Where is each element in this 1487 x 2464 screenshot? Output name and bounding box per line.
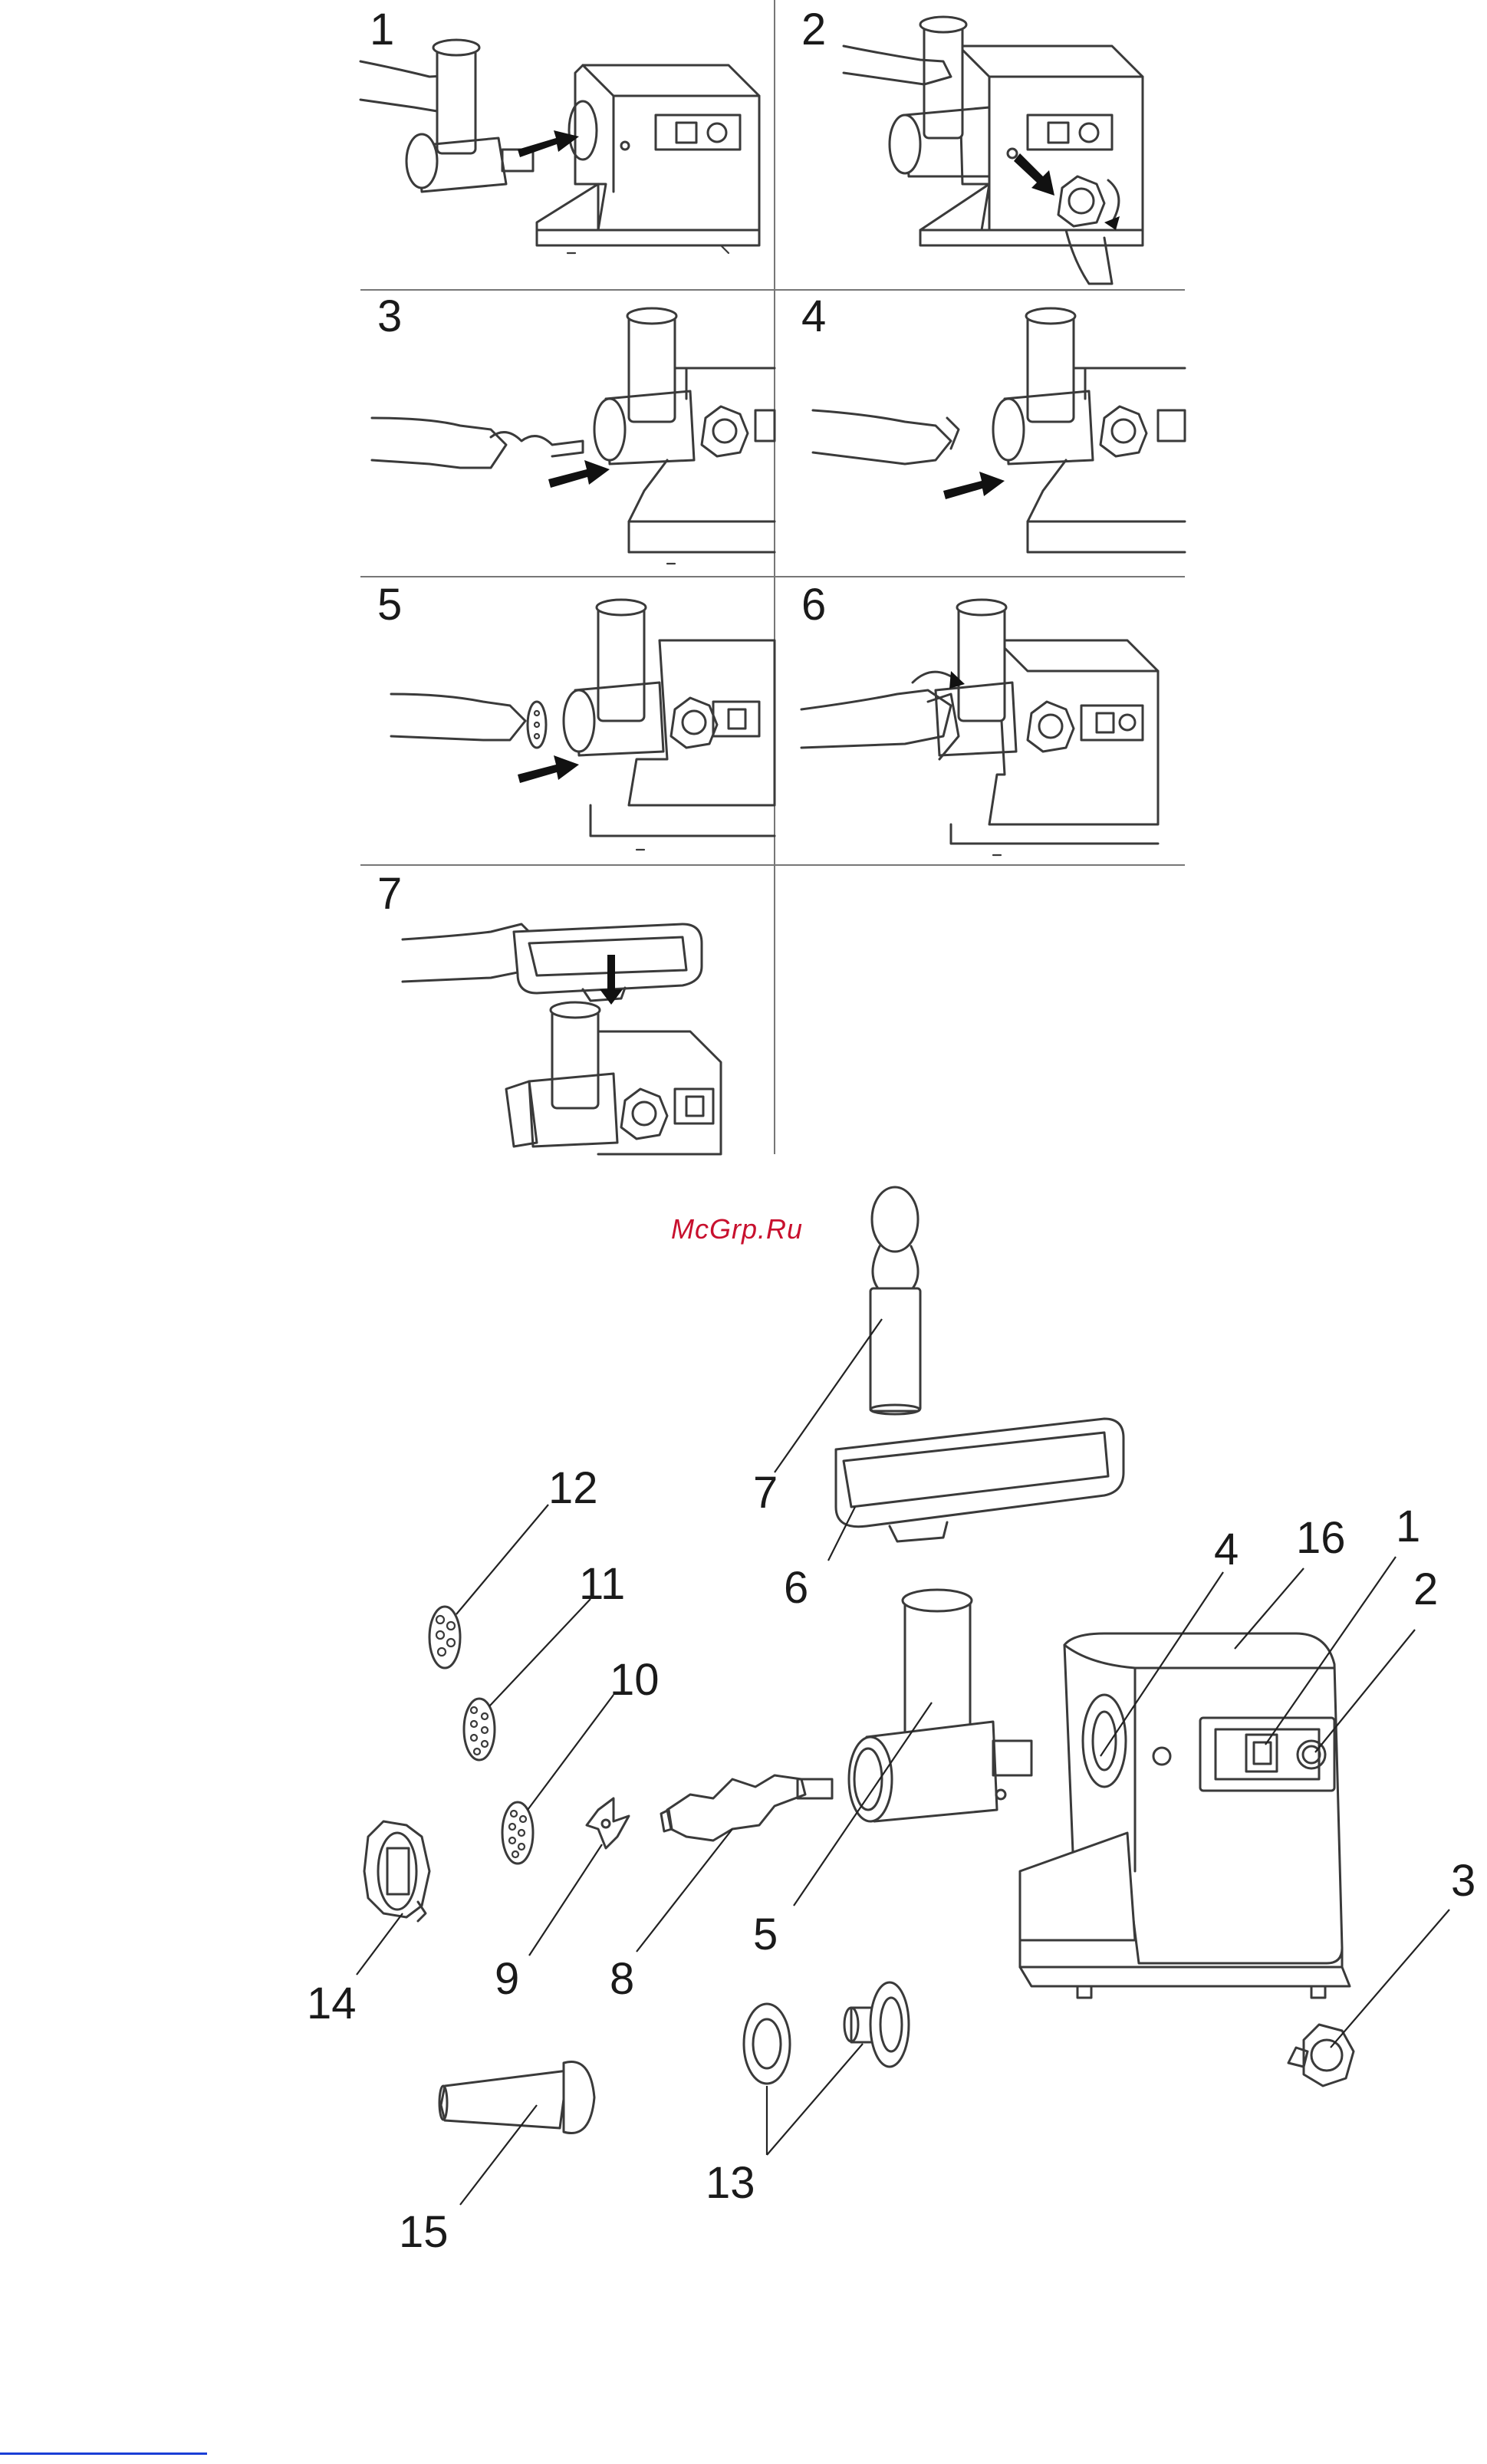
motor-housing-part	[1020, 1633, 1350, 1998]
part-label-1: 1	[1396, 1502, 1420, 1551]
part-label-13: 13	[706, 2158, 755, 2208]
parts-diagram: 7 6 5	[307, 1187, 1475, 2257]
leader-line	[637, 1829, 732, 1952]
step-1-panel: 1	[360, 5, 759, 253]
grinder-body-illustration	[537, 65, 759, 253]
sausage-nozzle-part	[439, 2061, 594, 2133]
watermark-text: McGrp.Ru	[671, 1213, 803, 1245]
part-label-2: 2	[1413, 1564, 1438, 1614]
part-label-10: 10	[610, 1655, 660, 1705]
arrow-icon	[518, 755, 579, 783]
hand-with-grinder-head	[360, 40, 533, 192]
part-label-15: 15	[399, 2207, 449, 2257]
hand-with-blade	[813, 410, 959, 464]
hand-with-plate	[391, 694, 546, 748]
part-label-4: 4	[1214, 1525, 1239, 1574]
step-7-panel: 7	[377, 869, 721, 1154]
step-grid	[360, 0, 1185, 1154]
step-2-panel: 2	[801, 5, 1143, 284]
step-number: 4	[801, 291, 826, 341]
step-4-panel: 4	[801, 291, 1185, 552]
rotate-arrow-icon	[913, 671, 965, 689]
medium-plate-part	[464, 1699, 495, 1760]
hand-with-auger	[372, 418, 583, 468]
hand-turning-ring	[801, 690, 959, 759]
step-number: 6	[801, 580, 826, 630]
grinder-assembly-illustration	[594, 308, 775, 564]
leader-line	[1331, 1910, 1449, 2048]
step-number: 2	[801, 5, 826, 54]
step-number: 7	[377, 869, 402, 919]
food-pusher-part	[870, 1187, 920, 1414]
grinder-body-illustration	[890, 17, 1143, 245]
part-label-5: 5	[753, 1910, 778, 1959]
part-label-14: 14	[307, 1979, 357, 2028]
arrow-icon	[943, 472, 1005, 499]
part-label-3: 3	[1451, 1856, 1475, 1906]
cutting-blade-part	[587, 1798, 629, 1848]
grinder-assembly-illustration	[506, 1002, 721, 1154]
step-6-panel: 6	[801, 580, 1158, 855]
leader-line	[529, 1844, 602, 1956]
locking-knob-part	[1288, 2025, 1354, 2086]
grinder-head-part	[849, 1590, 1031, 1821]
hand-with-tray	[403, 924, 702, 1001]
part-label-9: 9	[495, 1954, 519, 2004]
part-label-7: 7	[753, 1468, 778, 1518]
coarse-plate-part	[429, 1607, 460, 1668]
part-label-11: 11	[579, 1559, 625, 1609]
part-label-12: 12	[548, 1463, 598, 1513]
fine-plate-part	[502, 1802, 533, 1864]
grinder-assembly-illustration	[564, 600, 775, 850]
arrow-icon	[548, 460, 610, 488]
auger-part	[661, 1775, 832, 1841]
kebbe-attachment-part	[744, 1982, 909, 2084]
step-5-panel: 5	[377, 580, 775, 850]
arrow-icon	[1014, 153, 1120, 230]
leader-line	[489, 1599, 591, 1706]
step-3-panel: 3	[372, 291, 775, 564]
step-number: 3	[377, 291, 402, 341]
footer-link-underline[interactable]	[0, 2452, 207, 2455]
step-number: 5	[377, 580, 402, 630]
leader-line	[528, 1695, 614, 1810]
fixing-ring-part	[364, 1821, 429, 1921]
part-label-16: 16	[1296, 1513, 1346, 1563]
grinder-assembly-illustration	[936, 600, 1158, 855]
part-label-6: 6	[784, 1563, 808, 1613]
leader-line	[357, 1913, 403, 1975]
leader-line	[456, 1505, 548, 1614]
part-label-8: 8	[610, 1954, 634, 2004]
food-tray-part	[836, 1419, 1123, 1541]
step-number: 1	[370, 5, 394, 54]
grinder-assembly-illustration	[993, 308, 1185, 552]
